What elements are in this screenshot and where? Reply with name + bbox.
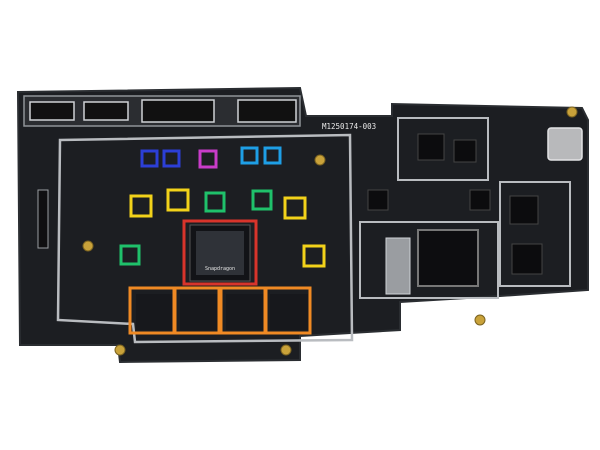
highlight-memory <box>264 286 312 335</box>
flex-connector <box>385 237 411 295</box>
shield-frame <box>359 221 499 299</box>
usb-port <box>547 127 583 161</box>
highlight-blue <box>140 149 159 168</box>
side-connector <box>37 189 49 249</box>
connector <box>237 99 297 123</box>
highlight-yellow <box>283 196 307 220</box>
chip <box>417 133 445 161</box>
pcb-board <box>16 86 589 364</box>
highlight-memory <box>173 286 221 335</box>
memory-chips <box>136 294 308 330</box>
highlight-green <box>119 244 141 266</box>
highlight-cyan <box>240 146 259 165</box>
memory-chip <box>180 294 218 330</box>
mounting-hole <box>474 314 486 326</box>
mounting-hole <box>82 240 94 252</box>
highlight-green <box>204 191 226 213</box>
highlight-green <box>251 189 273 211</box>
mounting-hole <box>280 344 292 356</box>
connector <box>29 101 75 121</box>
chip <box>469 189 491 211</box>
highlight-yellow <box>129 194 153 218</box>
memory-chip <box>270 294 308 330</box>
module <box>417 229 479 287</box>
memory-chip <box>136 294 174 330</box>
connector <box>83 101 129 121</box>
connector <box>141 99 215 123</box>
shield-frame <box>56 133 354 344</box>
part-number-text: M1250174-003 <box>322 122 376 131</box>
highlight-cyan <box>263 146 282 165</box>
mounting-hole <box>314 154 326 166</box>
chip <box>511 243 543 275</box>
soc-brand-text: Snapdragon <box>205 266 235 272</box>
mounting-hole <box>114 344 126 356</box>
highlight-magenta <box>198 149 218 169</box>
shield-frame <box>499 181 571 287</box>
chip <box>367 189 389 211</box>
highlight-yellow <box>166 188 190 212</box>
memory-chip <box>226 294 264 330</box>
soc-die <box>196 231 244 275</box>
mounting-hole <box>566 106 578 118</box>
chip <box>509 195 539 225</box>
chip <box>453 139 477 163</box>
highlight-blue <box>162 149 181 168</box>
highlight-yellow <box>302 244 326 268</box>
shield-frame <box>397 117 489 181</box>
highlight-soc <box>182 219 258 286</box>
